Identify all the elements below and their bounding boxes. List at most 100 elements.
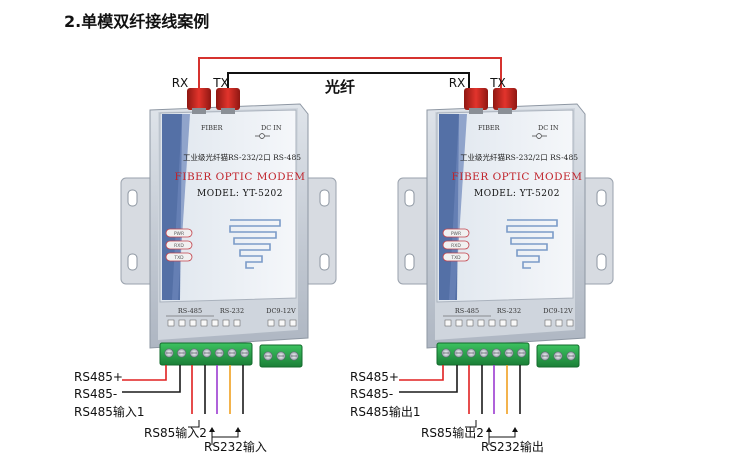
fiber-line-red [198, 57, 502, 91]
arrow-head [486, 427, 492, 432]
wire-label-485-minus: RS485- [74, 387, 117, 401]
dc-jack-icon [259, 133, 265, 139]
port-tx-label: TX [212, 76, 229, 90]
pin-marker [455, 319, 463, 327]
pin-marker [499, 319, 507, 327]
plate-fiber-label: FIBER [201, 124, 224, 132]
wire-label-232: RS232输入 [204, 439, 267, 454]
led-label: RXD [174, 243, 184, 249]
plate-subtitle: 工业级光纤猫RS-232/2口 RS-485 [460, 152, 578, 162]
connector-base [469, 108, 483, 114]
led-label: PWR [174, 231, 184, 237]
pin-marker [278, 319, 286, 327]
page-title: 2.单模双纤接线案例 [64, 12, 210, 31]
wire-label-485-1: RS485输入1 [74, 404, 145, 419]
led-label: TXD [173, 255, 184, 261]
wire-label-485-2: RS85输出2 [421, 425, 484, 440]
pin-marker [444, 319, 452, 327]
connector-base [498, 108, 512, 114]
fiber-port-rx[interactable] [464, 88, 488, 110]
wire-485-minus [399, 365, 458, 393]
port-rx-label: RX [449, 76, 466, 90]
led-indicator [165, 228, 193, 238]
label-pointer-485-2 [188, 420, 200, 428]
arrow-head [512, 427, 518, 432]
pin-marker [510, 319, 518, 327]
pin-marker [566, 319, 574, 327]
plate-brand: FIBER OPTIC MODEM [452, 171, 583, 183]
pin-marker [289, 319, 297, 327]
led-indicator [165, 240, 193, 250]
wire-label-485-2: RS85输入2 [144, 425, 207, 440]
mount-hole [127, 189, 138, 207]
wire-label-485-plus: RS485+ [74, 370, 123, 384]
group-dc-label: DC9-12V [543, 307, 573, 315]
pin-marker [555, 319, 563, 327]
plate-fiber-label: FIBER [478, 124, 501, 132]
wire-label-485-minus: RS485- [350, 387, 393, 401]
wire-485-plus [122, 365, 167, 381]
wire-485-plus [399, 365, 444, 381]
pin-marker [488, 319, 496, 327]
led-indicator [442, 252, 470, 262]
fiber-port-rx[interactable] [187, 88, 211, 110]
connector-base [192, 108, 206, 114]
plate-model: MODEL: YT-5202 [474, 189, 560, 199]
mount-hole [404, 253, 415, 271]
plate-subtitle: 工业级光纤猫RS-232/2口 RS-485 [183, 152, 301, 162]
pin-marker [167, 319, 175, 327]
plate-model: MODEL: YT-5202 [197, 189, 283, 199]
fiber-port-tx[interactable] [493, 88, 517, 110]
group-232-label: RS-232 [497, 307, 521, 315]
pin-marker [544, 319, 552, 327]
port-rx-label: RX [172, 76, 189, 90]
pin-marker [267, 319, 275, 327]
wire-label-232: RS232输出 [481, 439, 544, 454]
pin-marker [178, 319, 186, 327]
fiber-modem-right: RX TX FIBER DC IN 工业级光纤猫RS-232/2口 RS-485FIBE… [350, 76, 614, 454]
led-label: TXD [450, 255, 461, 261]
label-pointer-485-2 [465, 420, 477, 428]
pin-marker [211, 319, 219, 327]
pin-marker [466, 319, 474, 327]
fiber-label: 光纤 [324, 78, 355, 96]
arrow-head [209, 427, 215, 432]
group-485-label: RS-485 [455, 307, 479, 315]
mount-hole [127, 253, 138, 271]
label-pointer-232 [212, 430, 239, 438]
pin-marker [222, 319, 230, 327]
plate-dc-label: DC IN [538, 124, 559, 132]
wire-label-485-1: RS485输出1 [350, 404, 421, 419]
fiber-line-black [227, 72, 470, 91]
mount-hole [404, 189, 415, 207]
port-tx-label: TX [489, 76, 506, 90]
arrow-head [235, 427, 241, 432]
pin-marker [189, 319, 197, 327]
pin-marker [477, 319, 485, 327]
led-label: PWR [451, 231, 461, 237]
pin-marker [200, 319, 208, 327]
mount-hole [596, 189, 607, 207]
mount-hole [319, 189, 330, 207]
wave-graphic [506, 219, 558, 269]
mount-hole [596, 253, 607, 271]
led-indicator [442, 228, 470, 238]
group-dc-label: DC9-12V [266, 307, 296, 315]
led-label: RXD [451, 243, 461, 249]
wire-485-minus [122, 365, 181, 393]
pin-marker [233, 319, 241, 327]
faceplate [159, 109, 297, 303]
led-indicator [442, 240, 470, 250]
led-indicator [165, 252, 193, 262]
fiber-port-tx[interactable] [216, 88, 240, 110]
wire-label-485-plus: RS485+ [350, 370, 399, 384]
plate-brand: FIBER OPTIC MODEM [175, 171, 306, 183]
label-pointer-232 [489, 430, 516, 438]
wave-graphic [229, 219, 281, 269]
plate-dc-label: DC IN [261, 124, 282, 132]
mount-hole [319, 253, 330, 271]
faceplate [436, 109, 574, 303]
group-485-label: RS-485 [178, 307, 202, 315]
connector-base [221, 108, 235, 114]
